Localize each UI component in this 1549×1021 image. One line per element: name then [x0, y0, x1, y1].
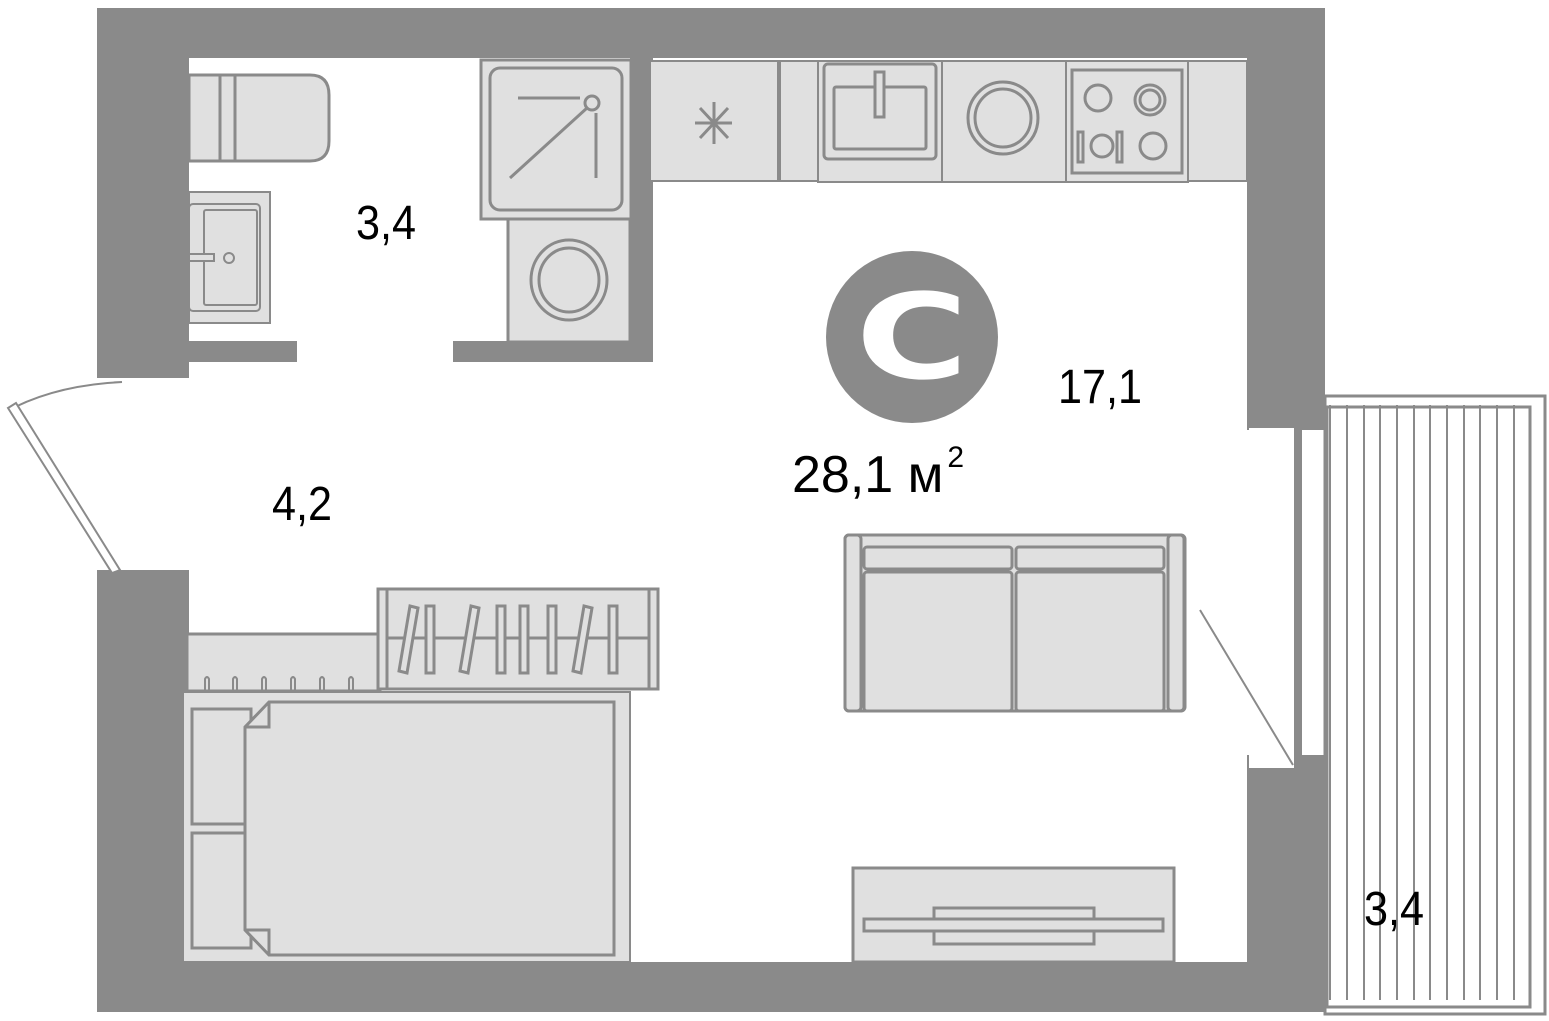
entry-door — [6, 381, 123, 575]
room-area-balcony: 3,4 — [1364, 883, 1425, 936]
wardrobe — [376, 587, 660, 691]
balcony — [1323, 394, 1547, 1016]
sofa — [843, 533, 1187, 713]
kitchen-counter — [649, 60, 1248, 183]
shower-icon — [479, 58, 633, 221]
total-area-unit-power: 2 — [947, 441, 965, 474]
room-area-bathroom: 3,4 — [356, 197, 417, 250]
cooktop-icon — [1070, 68, 1184, 175]
walls — [97, 8, 1325, 1012]
washing-machine-icon — [506, 217, 632, 344]
total-area-unit: м — [907, 446, 944, 504]
toilet-icon — [187, 73, 331, 163]
dishwasher-icon — [966, 80, 1040, 156]
snowflake-icon — [695, 102, 732, 144]
shoe-rack — [185, 632, 382, 693]
washbasin-icon — [188, 191, 271, 324]
apartment-type-badge — [826, 251, 998, 423]
bed — [182, 691, 631, 963]
apartment-type-letter: С — [855, 268, 969, 406]
tv-stand — [851, 866, 1176, 964]
window-right — [1199, 428, 1324, 768]
kitchen-sink-icon — [822, 62, 938, 161]
room-area-hallway: 4,2 — [272, 478, 333, 531]
total-area-value: 28,1 — [792, 446, 894, 504]
room-area-living-room: 17,1 — [1058, 361, 1143, 414]
